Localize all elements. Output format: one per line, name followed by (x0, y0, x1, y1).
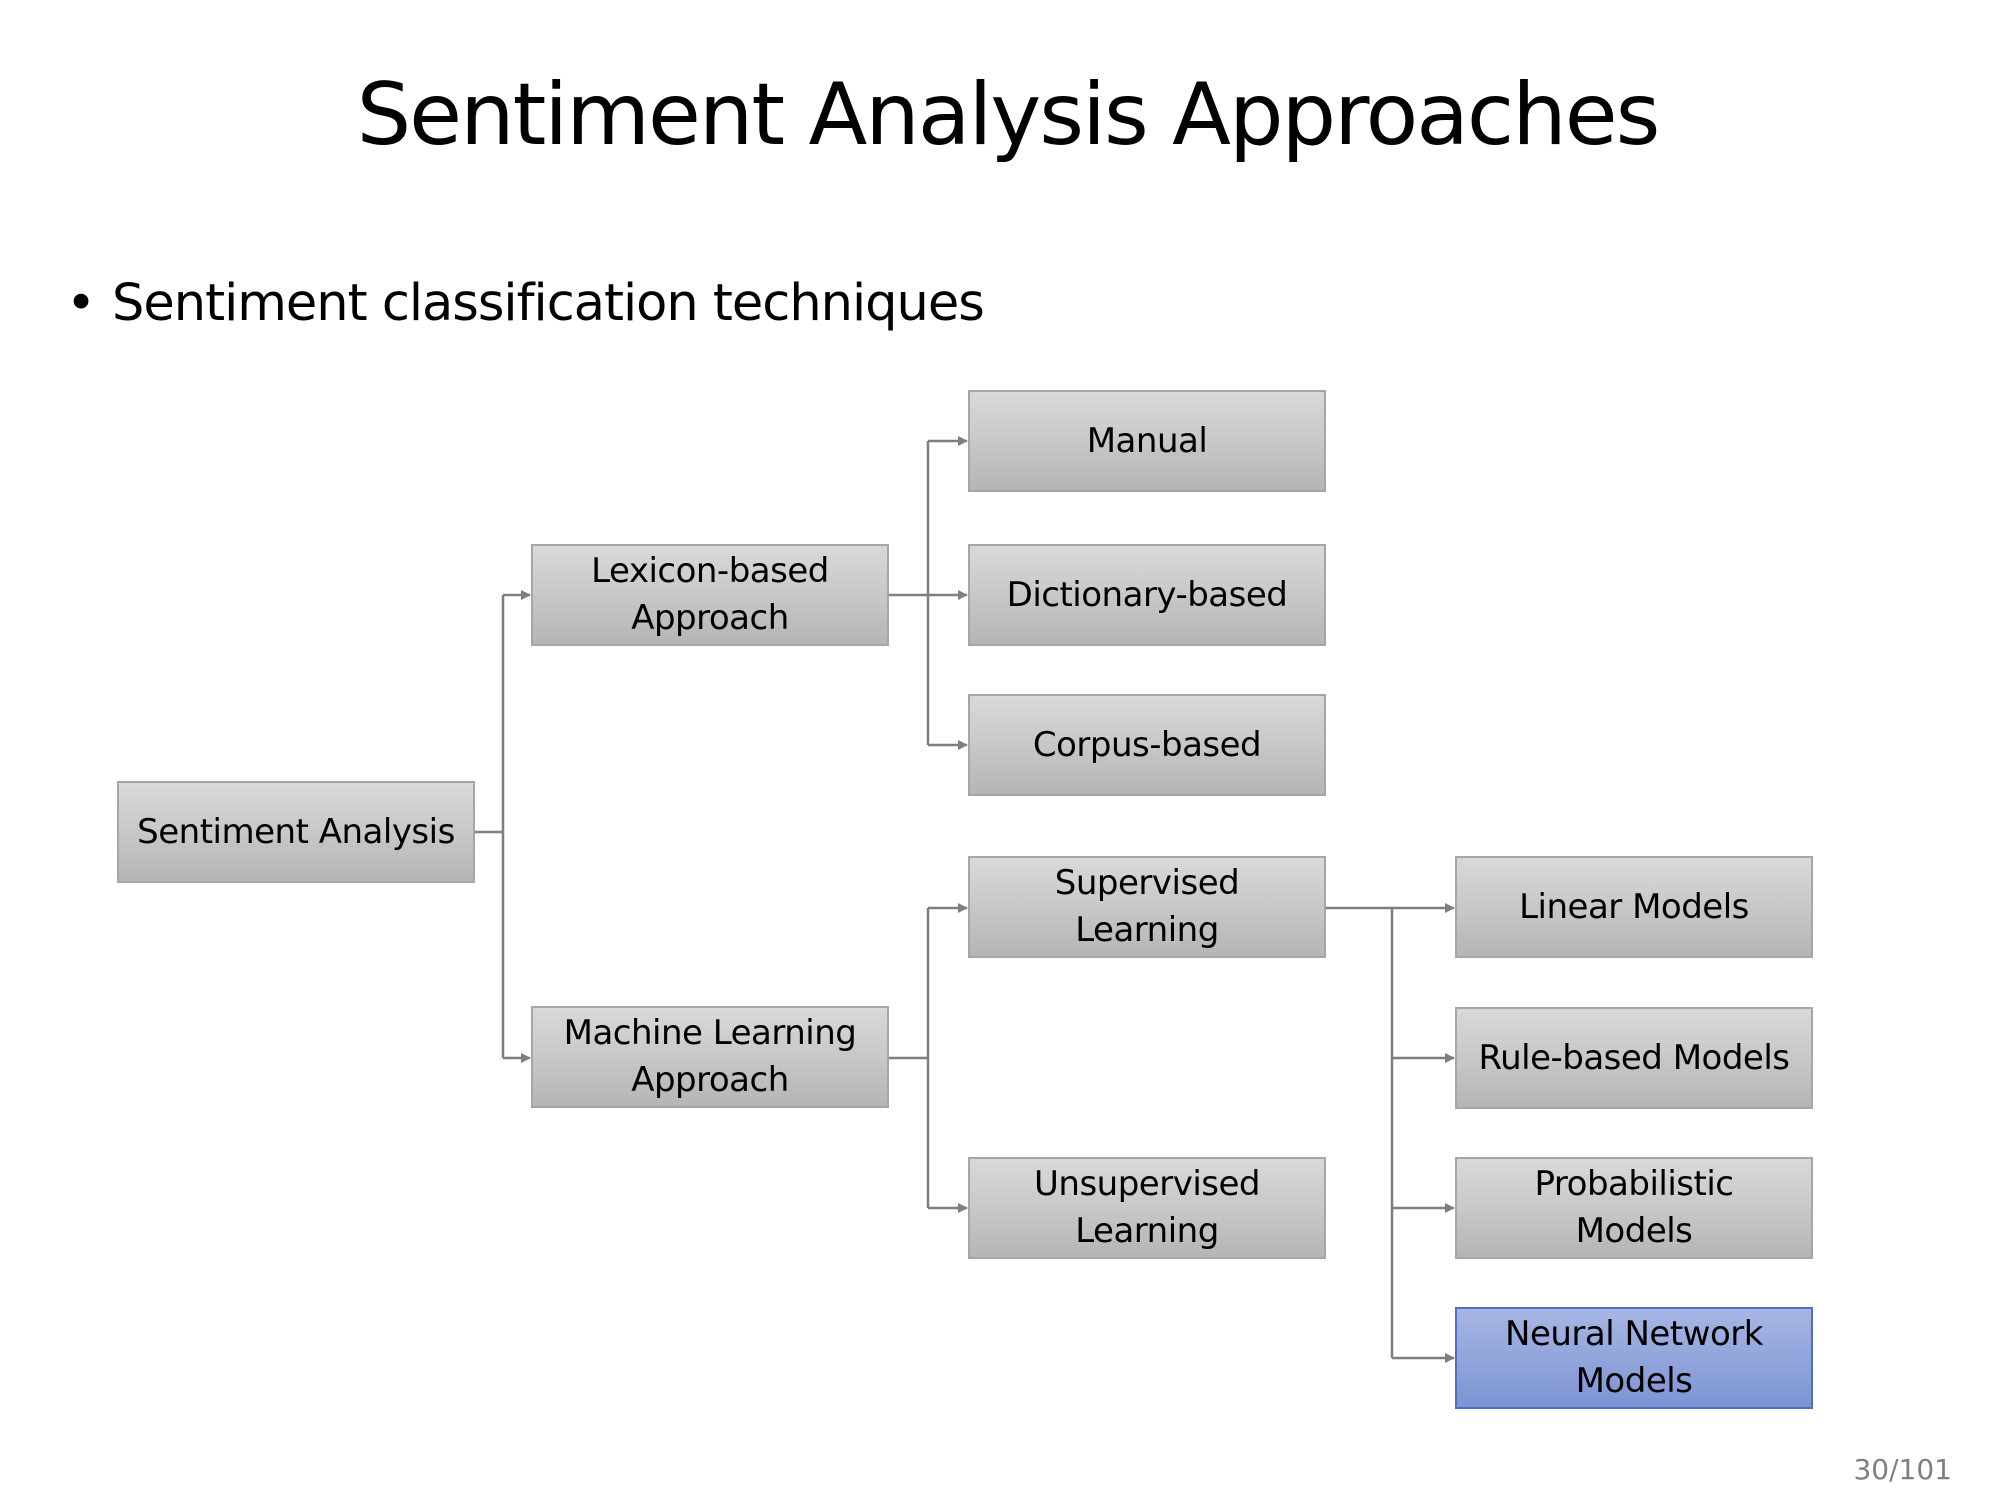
node-sentiment-analysis: Sentiment Analysis (117, 781, 475, 883)
node-label: Unsupervised Learning (1034, 1164, 1260, 1251)
node-supervised-learning: Supervised Learning (968, 856, 1326, 958)
node-label: Dictionary-based (1006, 574, 1288, 615)
node-label: Corpus-based (1032, 724, 1262, 765)
node-unsupervised-learning: Unsupervised Learning (968, 1157, 1326, 1259)
node-dictionary-based: Dictionary-based (968, 544, 1326, 646)
bullet-text: Sentiment classification techniques (112, 274, 985, 333)
slide-title: Sentiment Analysis Approaches (356, 65, 1661, 165)
node-label: Sentiment Analysis (137, 811, 455, 852)
node-label: Probabilistic Models (1534, 1164, 1734, 1251)
node-rule-based-models: Rule-based Models (1455, 1007, 1813, 1109)
bullet-item: • Sentiment classification techniques (66, 272, 985, 336)
node-label: Linear Models (1519, 886, 1749, 927)
node-neural-network-models: Neural Network Models (1455, 1307, 1813, 1409)
node-machine-learning-approach: Machine Learning Approach (531, 1006, 889, 1108)
node-label: Lexicon-based Approach (591, 551, 829, 638)
node-label: Rule-based Models (1478, 1037, 1790, 1078)
node-corpus-based: Corpus-based (968, 694, 1326, 796)
node-label: Supervised Learning (1054, 863, 1240, 950)
node-probabilistic-models: Probabilistic Models (1455, 1157, 1813, 1259)
node-label: Machine Learning Approach (563, 1013, 857, 1100)
node-linear-models: Linear Models (1455, 856, 1813, 958)
node-label: Neural Network Models (1505, 1314, 1763, 1401)
bullet-dot-icon: • (66, 274, 96, 333)
page-number: 30/101 (1853, 1453, 1952, 1486)
node-label: Manual (1086, 420, 1208, 461)
node-manual: Manual (968, 390, 1326, 492)
node-lexicon-based-approach: Lexicon-based Approach (531, 544, 889, 646)
